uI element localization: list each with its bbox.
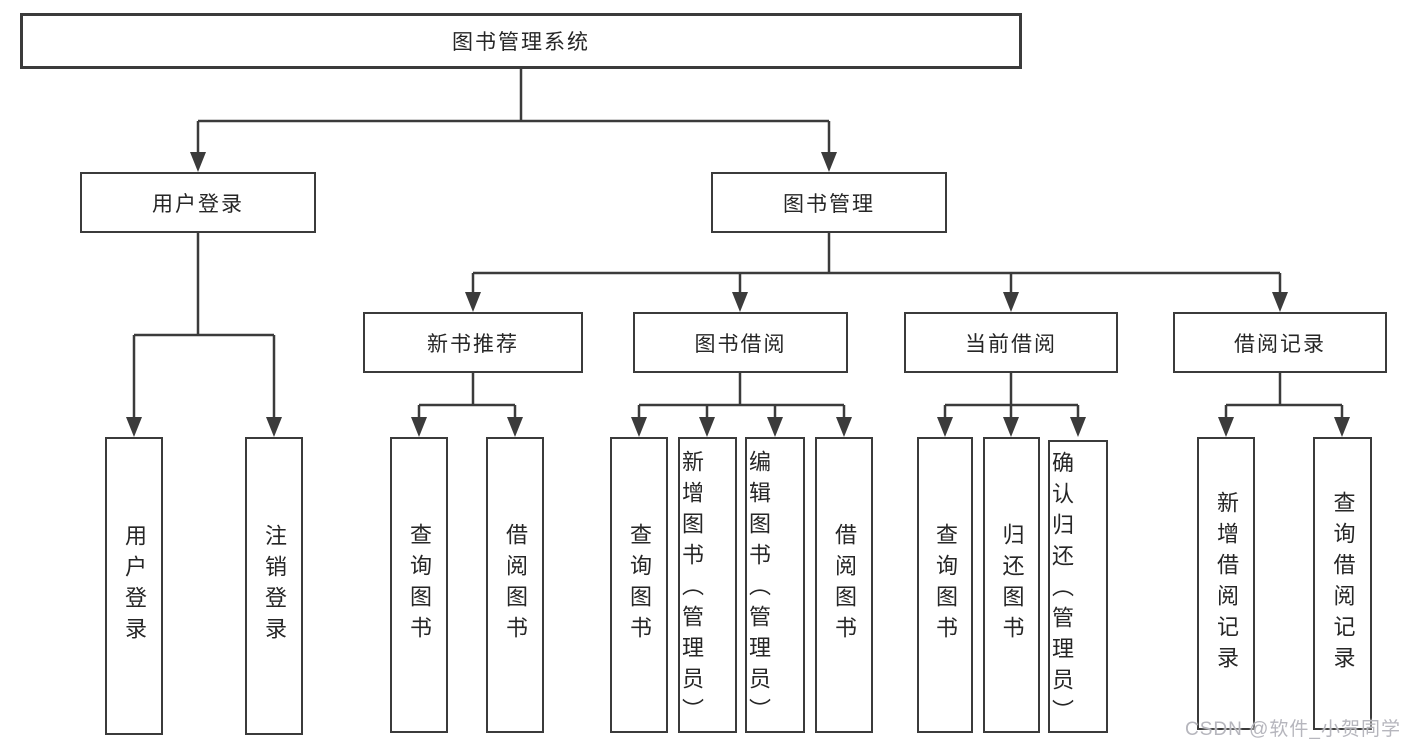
leaf-return-books: 归还图书: [983, 437, 1040, 733]
leaf-label: 确认归还（管理员）: [1049, 451, 1074, 730]
leaf-label: 查询图书: [933, 523, 958, 647]
node-label: 新书推荐: [427, 332, 519, 356]
leaf-add-books-admin: 新增图书（管理员）: [678, 437, 737, 733]
node-user-login: 用户登录: [80, 172, 316, 233]
node-new-book-recommendation: 新书推荐: [363, 312, 583, 373]
node-label: 当前借阅: [965, 332, 1057, 356]
leaf-label: 编辑图书（管理员）: [746, 449, 771, 729]
leaf-label: 新增借阅记录: [1214, 490, 1239, 677]
node-book-management: 图书管理: [711, 172, 947, 233]
leaf-user-login: 用户登录: [105, 437, 163, 735]
node-root-system: 图书管理系统: [20, 13, 1022, 69]
leaf-bb-query-books: 查询图书: [610, 437, 668, 733]
leaf-label: 用户登录: [122, 524, 147, 648]
leaf-confirm-return-admin: 确认归还（管理员）: [1048, 440, 1108, 733]
node-book-borrowing: 图书借阅: [633, 312, 848, 373]
leaf-label: 借阅图书: [832, 523, 857, 647]
node-borrowing-records: 借阅记录: [1173, 312, 1387, 373]
leaf-label: 归还图书: [999, 523, 1025, 647]
leaf-cb-query-books: 查询图书: [917, 437, 973, 733]
csdn-watermark: CSDN @软件_小贺同学: [1185, 719, 1401, 740]
leaf-query-borrow-record: 查询借阅记录: [1313, 437, 1372, 730]
leaf-logout: 注销登录: [245, 437, 303, 735]
leaf-label: 查询图书: [627, 523, 652, 647]
leaf-label: 查询借阅记录: [1330, 490, 1356, 677]
leaf-edit-books-admin: 编辑图书（管理员）: [745, 437, 805, 733]
leaf-label: 查询图书: [407, 523, 432, 647]
leaf-bb-borrow-books: 借阅图书: [815, 437, 873, 733]
node-label: 图书借阅: [694, 332, 787, 356]
node-label: 用户登录: [152, 192, 244, 216]
leaf-add-borrow-record: 新增借阅记录: [1197, 437, 1255, 730]
leaf-nb-query-books: 查询图书: [390, 437, 448, 733]
node-label: 借阅记录: [1234, 332, 1326, 356]
leaf-label: 借阅图书: [503, 523, 528, 647]
leaf-nb-borrow-books: 借阅图书: [486, 437, 544, 733]
leaf-label: 新增图书（管理员）: [679, 449, 704, 729]
node-label: 图书管理: [783, 192, 875, 216]
node-label: 图书管理系统: [452, 31, 590, 54]
node-current-borrowing: 当前借阅: [904, 312, 1118, 373]
arrowheads: [126, 152, 1350, 437]
leaf-label: 注销登录: [262, 524, 287, 648]
